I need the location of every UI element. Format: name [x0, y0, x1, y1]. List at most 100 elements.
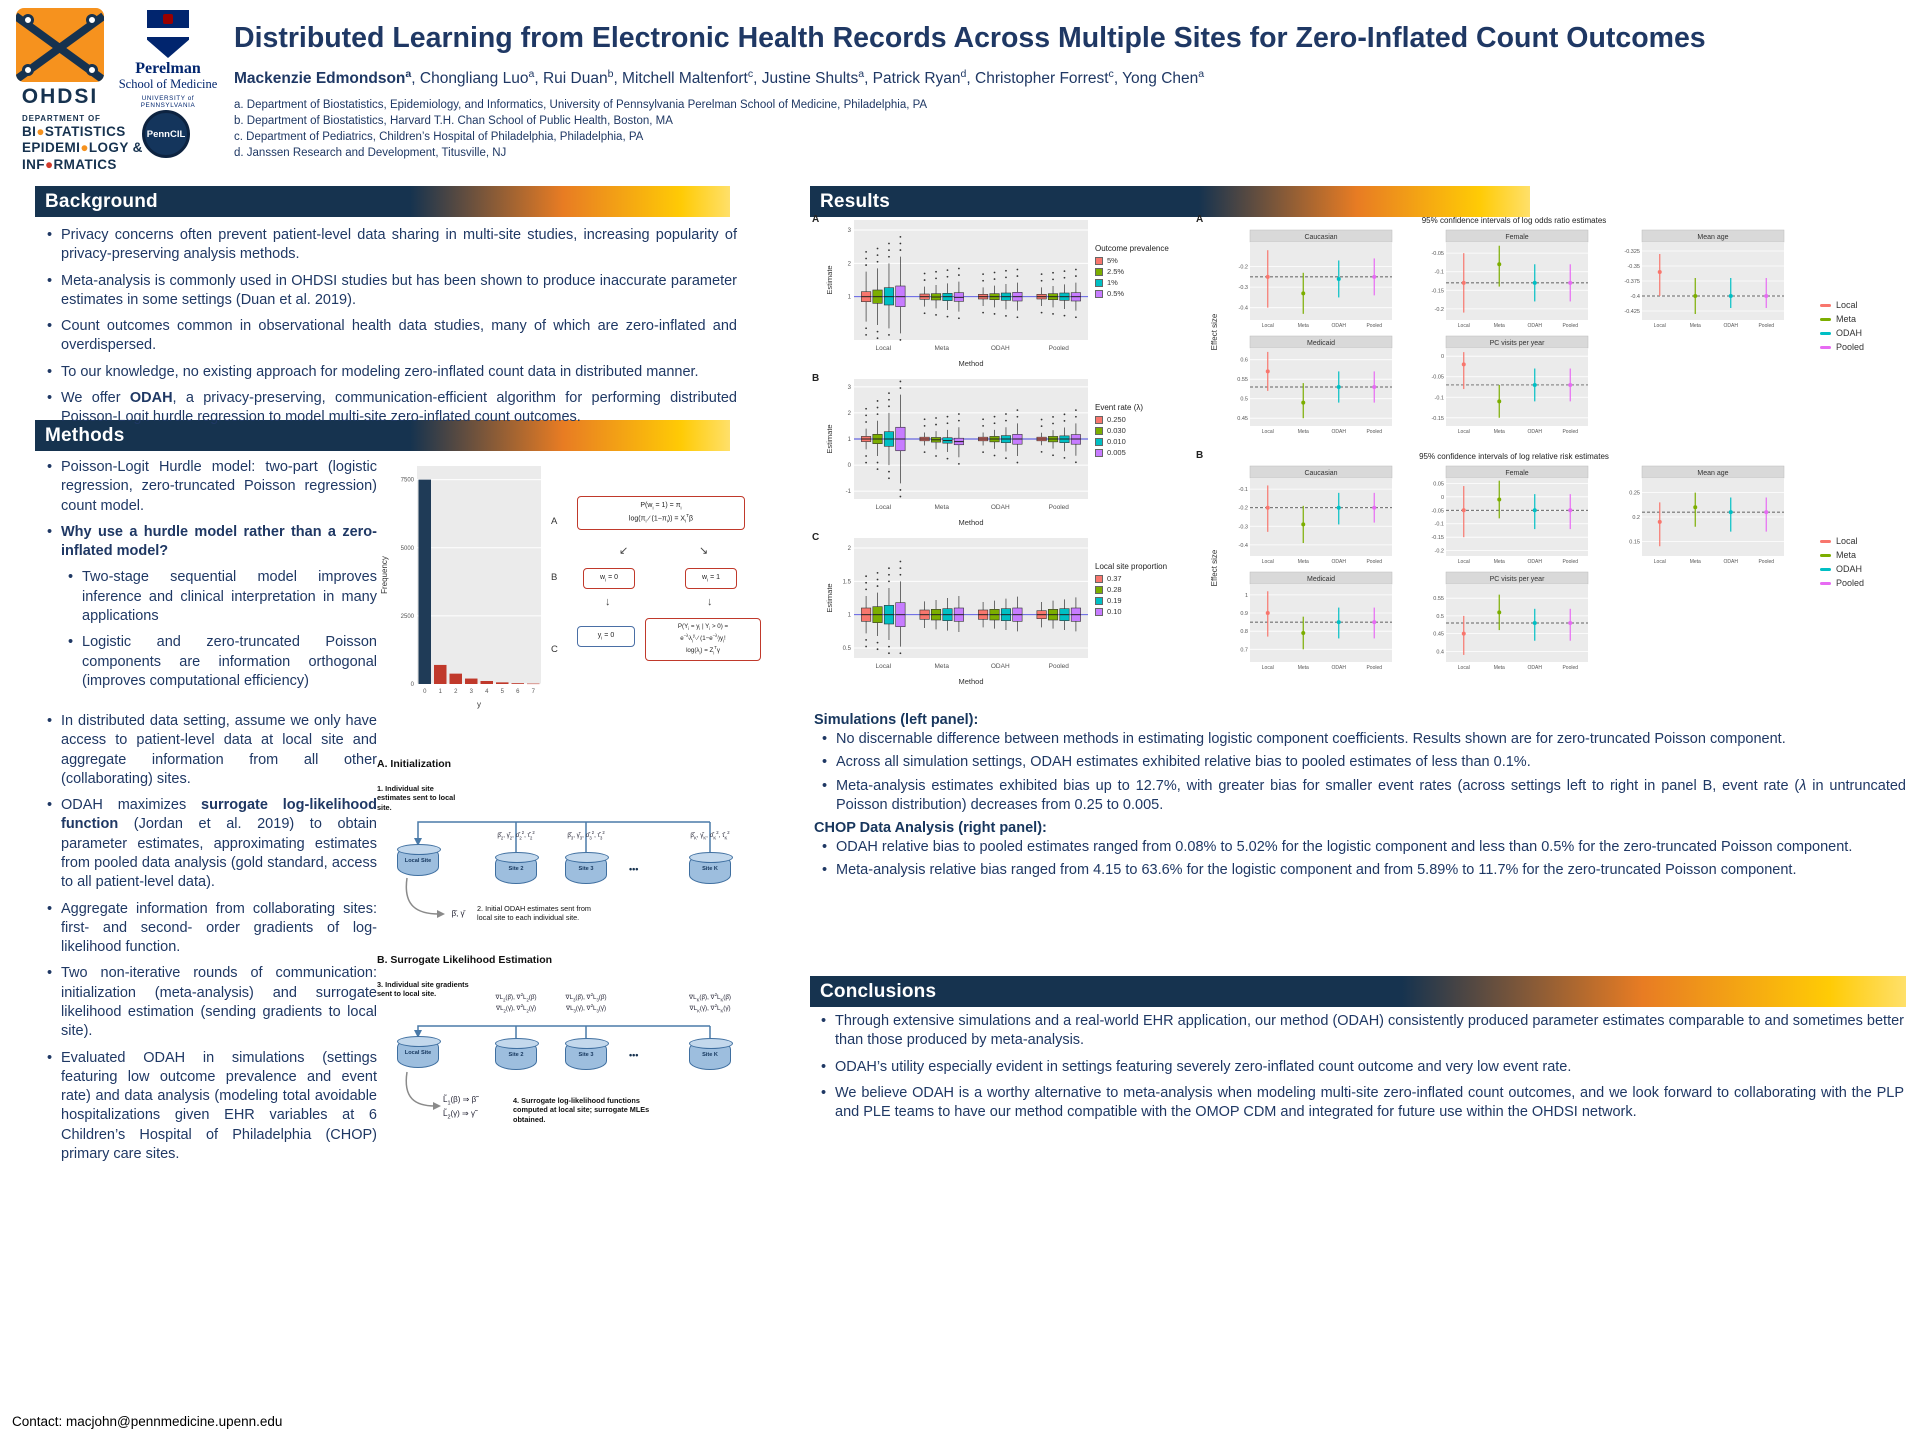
svg-text:3: 3: [470, 689, 474, 695]
svg-text:Caucasian: Caucasian: [1304, 470, 1337, 477]
penn-medicine-logo: Perelman School of Medicine UNIVERSITY o…: [116, 10, 220, 109]
svg-text:Pooled: Pooled: [1049, 345, 1070, 352]
svg-text:Local: Local: [1458, 559, 1470, 565]
legend-item: 1%: [1095, 278, 1179, 287]
legend-item: 0.5%: [1095, 289, 1179, 298]
hurdle-poisson-box: P(Yi = yi | Yi > 0) =e−λiλiyi ∕ (1−e−λi)…: [645, 618, 761, 662]
methods-bullets-bottom: In distributed data setting, assume we o…: [40, 712, 377, 1198]
legend-item: 0.37: [1095, 574, 1179, 583]
legend-title: Event rate (λ): [1095, 403, 1144, 412]
svg-text:0.55: 0.55: [1433, 596, 1444, 602]
svg-text:-0.05: -0.05: [1431, 375, 1444, 381]
svg-text:Local: Local: [1458, 323, 1470, 329]
svg-text:0.45: 0.45: [1237, 416, 1248, 422]
svg-text:PC visits per year: PC visits per year: [1490, 340, 1546, 347]
poster-title: Distributed Learning from Electronic Hea…: [234, 22, 1706, 54]
svg-text:-0.2: -0.2: [1435, 549, 1444, 555]
svg-text:Mean age: Mean age: [1697, 234, 1728, 241]
panel-label: A: [812, 214, 820, 225]
panel-label: B: [1196, 450, 1204, 461]
ohdsi-logo-icon: [16, 8, 104, 82]
methods-top-row: Poisson-Logit Hurdle model: two-part (lo…: [40, 458, 762, 719]
svg-text:-0.4: -0.4: [1239, 306, 1248, 312]
svg-text:-0.2: -0.2: [1239, 506, 1248, 512]
flow-step1: 1. Individual site estimates sent to loc…: [377, 784, 456, 812]
svg-text:Local: Local: [1654, 323, 1666, 329]
affiliation-line: a. Department of Biostatistics, Epidemio…: [234, 98, 928, 111]
svg-text:Pooled: Pooled: [1562, 429, 1578, 435]
arrow-down-icon: ↓: [605, 596, 611, 608]
methods-bullet: Evaluated ODAH in simulations (settings …: [40, 1049, 377, 1165]
methods-bullets-top: Poisson-Logit Hurdle model: two-part (lo…: [40, 458, 377, 719]
results-text-line: Meta-analysis relative bias ranged from …: [814, 861, 1906, 881]
ohdsi-wordmark: OHDSI: [21, 85, 99, 108]
hurdle-label-a: A: [551, 516, 558, 527]
legend-item: ODAH: [1820, 564, 1890, 574]
ellipsis: •••: [629, 864, 639, 874]
svg-text:0.5: 0.5: [843, 646, 852, 652]
legend-item: Meta: [1820, 550, 1890, 560]
siteK-gradients: ∇LK(β̄), ∇2LK(β̄)∇LK(γ̄), ∇2LK(γ̄): [689, 992, 731, 1014]
legend-item: 2.5%: [1095, 267, 1179, 276]
svg-text:1: 1: [848, 613, 852, 619]
site2-gradients: ∇L2(β̄), ∇2L2(β̄)∇L2(γ̄), ∇2L2(γ̄): [495, 992, 537, 1014]
surrogate-mle-math: L̃1(β) ⇒ β̃L̃2(γ) ⇒ γ̃: [443, 1095, 477, 1122]
svg-text:Method: Method: [958, 677, 983, 686]
affiliations: a. Department of Biostatistics, Epidemio…: [234, 97, 1904, 161]
legend-title: Outcome prevalence: [1095, 244, 1169, 253]
svg-text:0.2: 0.2: [1632, 515, 1640, 521]
svg-text:-0.3: -0.3: [1239, 524, 1248, 530]
svg-text:Female: Female: [1505, 234, 1528, 241]
svg-text:Local: Local: [1262, 559, 1274, 565]
svg-text:-0.325: -0.325: [1624, 249, 1640, 255]
methods-bullet: Two-stage sequential model improves infe…: [64, 568, 377, 626]
svg-text:Meta: Meta: [1494, 323, 1505, 329]
arrow-down-icon: ↓: [707, 596, 713, 608]
methods-bottom-row: In distributed data setting, assume we o…: [40, 712, 762, 1198]
svg-text:Meta: Meta: [935, 504, 950, 511]
legend-item: Local: [1820, 300, 1890, 310]
svg-text:Pooled: Pooled: [1366, 323, 1382, 329]
svg-text:ODAH: ODAH: [1528, 323, 1543, 329]
legend-item: 0.250: [1095, 415, 1179, 424]
ohdsi-logo: OHDSI: [14, 8, 106, 109]
results-text-line: ODAH relative bias to pooled estimates r…: [814, 838, 1906, 858]
svg-text:2: 2: [848, 546, 852, 552]
legend-item: Pooled: [1820, 342, 1890, 352]
svg-text:PC visits per year: PC visits per year: [1490, 576, 1546, 583]
svg-text:Local: Local: [1262, 323, 1274, 329]
svg-text:ODAH: ODAH: [991, 663, 1010, 670]
legend-item: 0.010: [1095, 437, 1179, 446]
svg-text:4: 4: [485, 689, 489, 695]
svg-text:1.5: 1.5: [843, 579, 852, 585]
legend-item: 0.19: [1095, 596, 1179, 605]
flow-step2: 2. Initial ODAH estimates sent from loca…: [477, 904, 591, 923]
svg-text:0.45: 0.45: [1433, 632, 1444, 638]
svg-text:Meta: Meta: [1298, 559, 1309, 565]
flow-b-title: B. Surrogate Likelihood Estimation: [377, 954, 553, 966]
svg-text:1: 1: [848, 295, 852, 301]
affiliation-line: b. Department of Biostatistics, Harvard …: [234, 115, 673, 128]
hurdle-label-c: C: [551, 644, 558, 655]
section-title: Background: [45, 190, 158, 212]
arrow-down-left-icon: ↙: [619, 545, 629, 557]
svg-text:ODAH: ODAH: [1332, 559, 1347, 565]
site3-gradients: ∇L3(β̄), ∇2L3(β̄)∇L3(γ̄), ∇2L3(γ̄): [565, 992, 607, 1014]
svg-text:Caucasian: Caucasian: [1304, 234, 1337, 241]
conclusions-bullet: ODAH’s utility especially evident in set…: [814, 1058, 1904, 1078]
svg-text:Local: Local: [875, 504, 891, 511]
svg-text:Local: Local: [1654, 559, 1666, 565]
hurdle-y0-box: yi = 0: [577, 626, 635, 648]
site2-cylinder: Site 2: [495, 852, 539, 884]
svg-text:-0.4: -0.4: [1631, 294, 1640, 300]
svg-text:0: 0: [423, 689, 427, 695]
section-header-conclusions: Conclusions: [810, 976, 1906, 1007]
contact-line: Contact: macjohn@pennmedicine.upenn.edu: [12, 1414, 283, 1429]
